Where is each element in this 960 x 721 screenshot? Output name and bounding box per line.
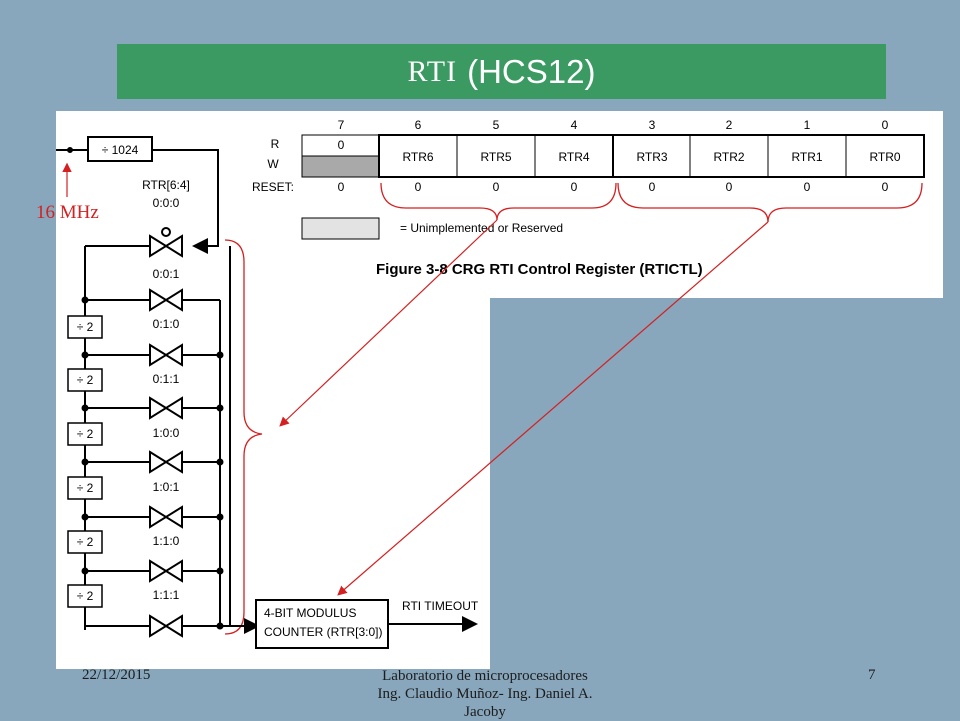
reset-value: 0	[726, 180, 733, 194]
reset-value: 0	[338, 180, 345, 194]
reset-value: 0	[571, 180, 578, 194]
footer-line: Ing. Claudio Muñoz- Ing. Daniel A.	[377, 686, 593, 702]
row-label-read: R	[271, 137, 280, 151]
footer-line: Laboratorio de microprocesadores	[382, 668, 588, 684]
state-label: 0:1:0	[153, 317, 180, 331]
annotation-arrows	[62, 162, 769, 596]
state-label: 1:1:1	[153, 588, 180, 602]
footer-center: Laboratorio de microprocesadores Ing. Cl…	[300, 667, 670, 721]
divider-blocks	[67, 315, 103, 608]
divider-label: ÷ 2	[77, 481, 94, 495]
page-number: 7	[868, 667, 876, 683]
register-table: 7 6 5 4 3 2 1 0 R W RESET: 0 RTR6 RTR5 R…	[252, 118, 925, 278]
slide-title-bar: RTI (HCS12)	[117, 44, 886, 99]
reset-value: 0	[804, 180, 811, 194]
bit-number: 0	[882, 118, 889, 132]
reset-value: 0	[882, 180, 889, 194]
state-label: 1:1:0	[153, 534, 180, 548]
bit-number: 1	[804, 118, 811, 132]
register-bit: RTR5	[480, 150, 511, 164]
prescaler-label: ÷ 1024	[102, 143, 139, 157]
bit-number: 5	[493, 118, 500, 132]
reset-value: 0	[649, 180, 656, 194]
legend-text: = Unimplemented or Reserved	[400, 221, 563, 235]
state-label: 1:0:0	[153, 426, 180, 440]
modulus-counter-box	[255, 599, 389, 649]
circuit-nodes	[81, 296, 224, 630]
counter-label-line2: COUNTER (RTR[3:0])	[264, 625, 382, 639]
output-label: RTI TIMEOUT	[402, 599, 479, 613]
bit-number: 2	[726, 118, 733, 132]
divider-label: ÷ 2	[77, 589, 94, 603]
counter-label-line1: 4-BIT MODULUS	[264, 606, 356, 620]
bit-number: 7	[338, 118, 345, 132]
state-label: 1:0:1	[153, 480, 180, 494]
bit-number: 6	[415, 118, 422, 132]
frequency-label: 16 MHz	[36, 202, 99, 223]
footer-date: 22/12/2015	[82, 667, 151, 683]
slide-title-suffix: (HCS12)	[467, 52, 596, 90]
circuit-labels: ÷ 1024 RTR[6:4] 0:0:0 0:0:1 0:1:0 0:1:1 …	[77, 143, 479, 639]
divider-label: ÷ 2	[77, 535, 94, 549]
reset-value: 0	[415, 180, 422, 194]
register-bit: RTR1	[791, 150, 822, 164]
select-label: RTR[6:4]	[142, 178, 190, 192]
bit-number: 4	[571, 118, 578, 132]
divider-label: ÷ 2	[77, 427, 94, 441]
legend-swatch	[301, 217, 380, 240]
state-label: 0:1:1	[153, 372, 180, 386]
register-bit: RTR4	[558, 150, 589, 164]
register-bit: RTR0	[869, 150, 900, 164]
reset-value: 0	[493, 180, 500, 194]
register-bit: RTR6	[402, 150, 433, 164]
divider-label: ÷ 2	[77, 320, 94, 334]
state-label: 0:0:1	[153, 267, 180, 281]
transmission-gates	[149, 227, 183, 638]
state-label: 0:0:0	[153, 196, 180, 210]
footer-line: Jacoby	[464, 704, 506, 720]
register-bit: RTR3	[636, 150, 667, 164]
row-label-reset: RESET:	[252, 180, 294, 194]
register-bit: RTR2	[713, 150, 744, 164]
slide-title: RTI	[407, 54, 458, 88]
divider-label: ÷ 2	[77, 373, 94, 387]
figure-caption: Figure 3-8 CRG RTI Control Register (RTI…	[376, 261, 703, 278]
row-label-write: W	[267, 157, 279, 171]
bit7-read-value: 0	[338, 138, 345, 152]
bit-number: 3	[649, 118, 656, 132]
